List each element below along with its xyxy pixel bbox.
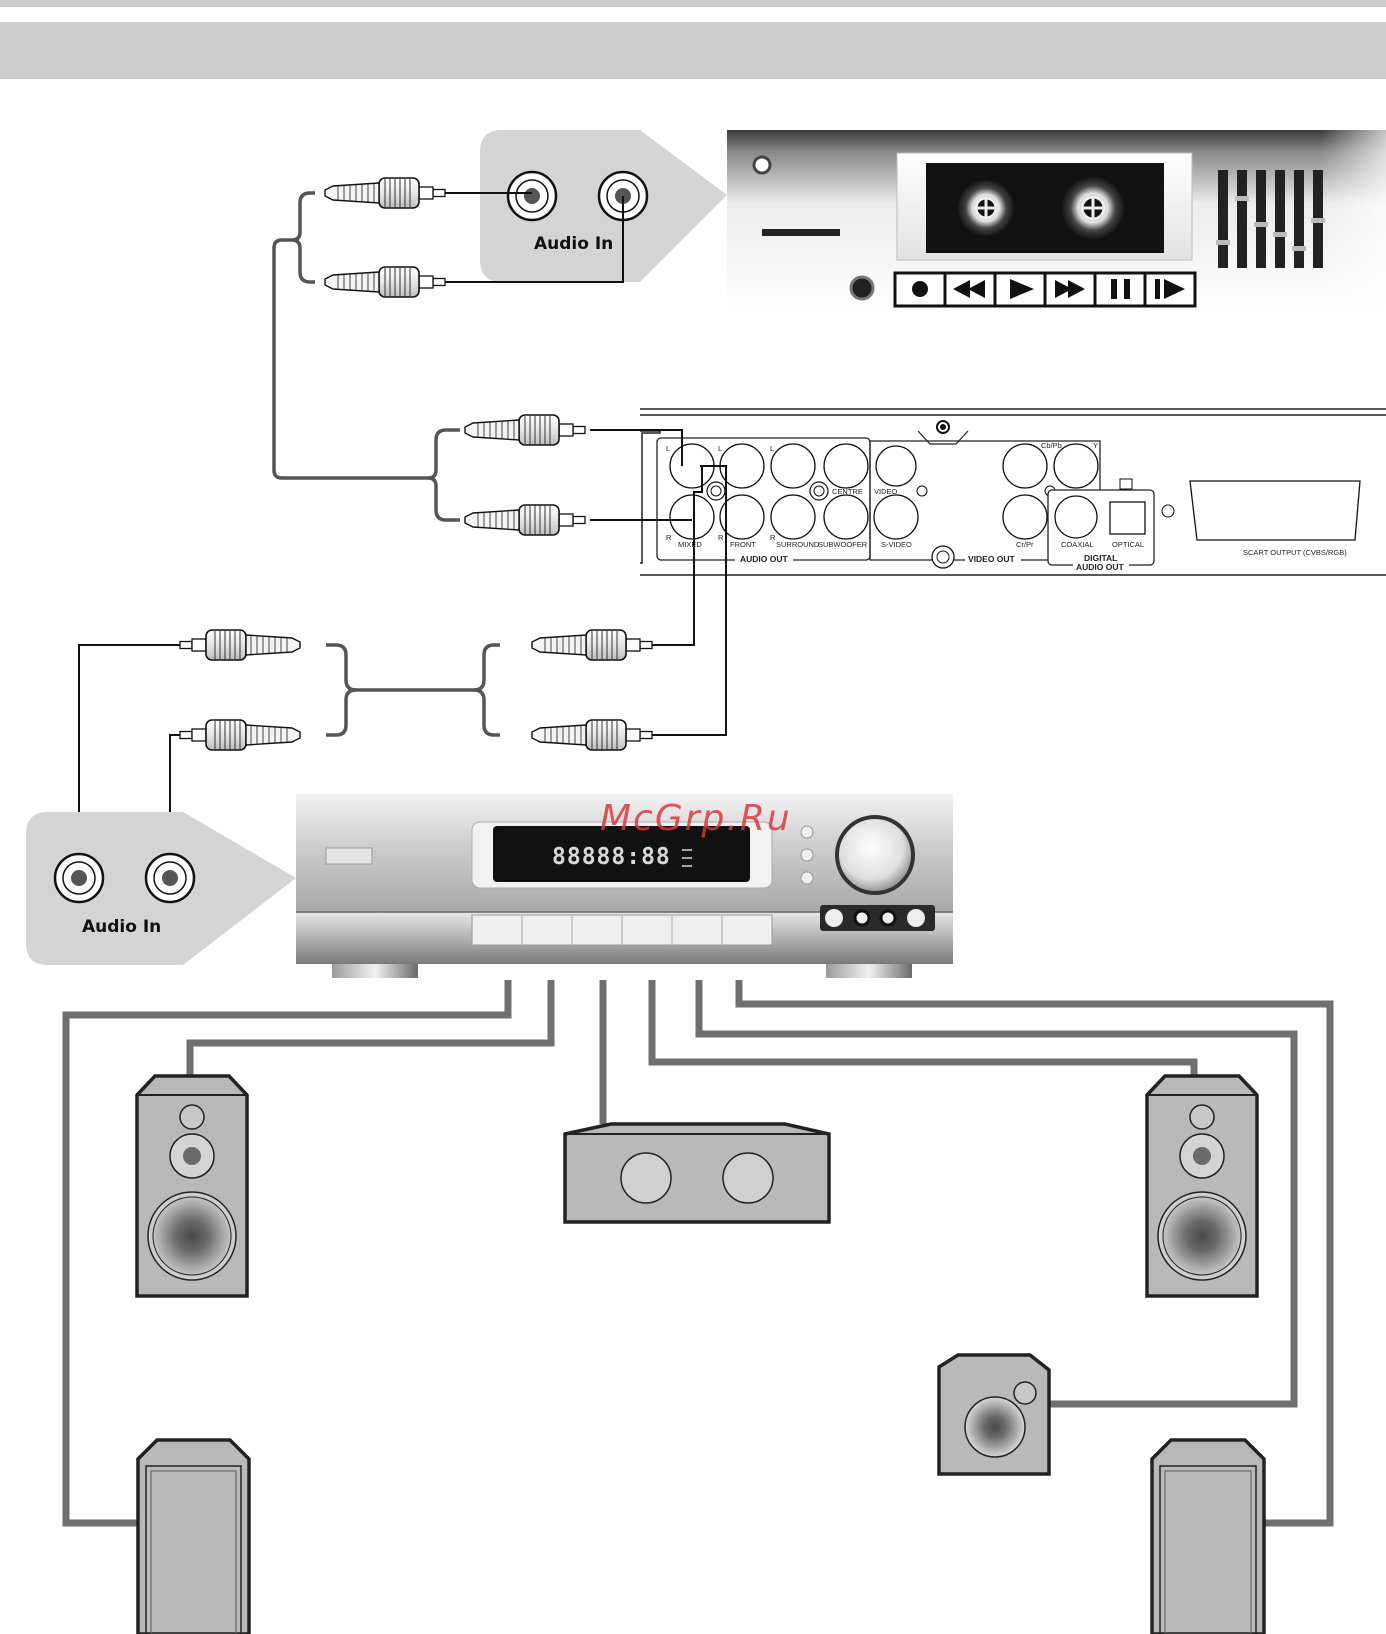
cassette-reel-left [957,179,1015,237]
center-speaker [565,1124,829,1222]
subwoofer-label: SUBWOOFER [818,540,868,549]
mixed-r-jack[interactable] [670,495,714,539]
cassette-reel-right [1061,176,1125,240]
dvd-plug-lower [465,505,585,535]
mixed-r-mark: R [666,533,672,542]
digital-audio-out-title-2: AUDIO OUT [1076,562,1125,572]
receiver-audio-in-jack-right [146,854,194,902]
surround-l-mark: L [770,444,774,453]
watermark: McGrp.Ru [600,798,792,839]
tape-audio-in-label: Audio In [534,234,613,254]
mixed-l-mark: L [666,444,670,453]
tape-dvd-cable [274,193,460,520]
tape-power-indicator [754,157,770,173]
dvd-front-left-lead [648,466,702,645]
title-banner [0,22,1386,79]
y-label: Y [1093,441,1098,450]
video-label: VIDEO [874,487,898,496]
dvd-plug-upper [465,415,585,445]
front-label: FRONT [730,540,756,549]
cbpb-jack[interactable] [1003,444,1047,488]
tape-deck [727,130,1386,315]
surround-r-jack[interactable] [771,495,815,539]
volume-knob[interactable] [837,817,913,893]
dvd-audio-out: L L L R R R MIXED FRONT SURROUND SUBWOOF… [657,438,870,564]
receiver-audio-in-label: Audio In [82,917,161,937]
centre-jack[interactable] [824,444,868,488]
speaker-wires [66,980,1330,1523]
dvd-out-plug-upper [532,630,652,660]
surround-label: SURROUND [776,540,820,549]
svideo-label: S-VIDEO [881,540,912,549]
audio-out-title: AUDIO OUT [740,554,789,564]
receiver-audio-in-callout: Audio In [26,812,296,965]
front-l-mark: L [718,444,722,453]
coaxial-label: COAXIAL [1061,540,1094,549]
coaxial-jack[interactable] [1055,496,1097,538]
crpr-label: Cr/Pr [1016,540,1034,549]
receiver-plug-lower [180,720,300,750]
svideo-jack[interactable] [874,495,918,539]
dvd-scart-output[interactable]: SCART OUTPUT (CVBS/RGB) [1190,481,1360,557]
centre-label: CENTRE [832,487,863,496]
dvd-rear-panel: L L L R R R MIXED FRONT SURROUND SUBWOOF… [640,409,1386,575]
record-icon[interactable] [912,281,928,297]
receiver-audio-in-jack-left [55,854,103,902]
tape-plug-upper [325,178,445,208]
subwoofer-jack[interactable] [824,495,868,539]
receiver-plug-upper [180,630,300,660]
video-out-title: VIDEO OUT [968,554,1016,564]
tape-audio-in-jack-left [508,172,556,220]
subwoofer [939,1355,1049,1474]
tape-transport-controls [895,273,1195,306]
tape-audio-in-callout: Audio In [480,130,727,282]
optical-port[interactable] [1110,502,1145,534]
cbpb-label: Cb/Pb [1041,441,1062,450]
scart-label: SCART OUTPUT (CVBS/RGB) [1243,548,1347,557]
tape-headphone-jack [851,277,873,299]
surround-l-jack[interactable] [771,444,815,488]
surround-left-speaker [138,1440,249,1634]
receiver-foot-left [332,964,418,978]
tape-plug-lower [325,267,445,297]
receiver-foot-right [826,964,912,978]
receiver-display-text: 88888:88 [552,844,671,870]
front-left-speaker [137,1076,247,1296]
dvd-digital-audio-out: COAXIAL OPTICAL DIGITAL AUDIO OUT [1048,479,1174,573]
optical-label: OPTICAL [1112,540,1144,549]
crpr-jack[interactable] [1003,495,1047,539]
receiver-badge [326,848,372,864]
front-r-mark: R [718,533,724,542]
front-right-speaker [1147,1076,1257,1296]
tape-slot [762,229,840,236]
dvd-receiver-cable [326,645,500,735]
mixed-label: MIXED [678,540,702,549]
surround-right-speaker [1152,1440,1264,1634]
video-jack[interactable] [876,446,916,486]
top-rule [0,0,1386,7]
y-jack[interactable] [1054,444,1098,488]
dvd-out-plug-lower [532,720,652,750]
